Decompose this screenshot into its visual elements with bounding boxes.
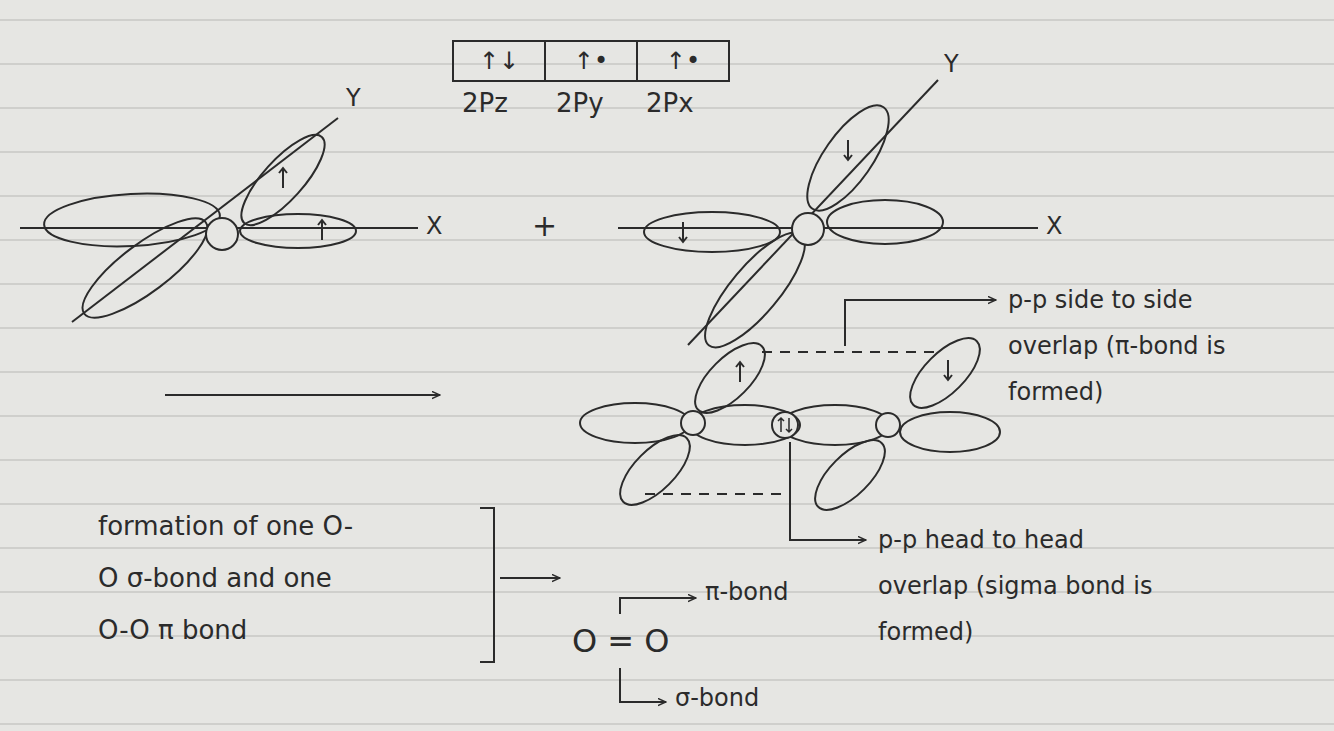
axis-label: X	[1046, 212, 1062, 241]
left-atom-orbitals-part	[318, 220, 326, 240]
leader-lines-part	[845, 300, 996, 346]
o2-molecule-orbitals-part	[690, 405, 800, 445]
right-atom-orbitals-part	[792, 213, 824, 245]
orbital-name: 2Py	[556, 88, 604, 119]
right-atom-orbitals-part	[679, 222, 687, 242]
o2-molecule-orbitals-part	[876, 413, 900, 437]
callout-note: p-p head to head overlap (sigma bond is …	[878, 517, 1178, 655]
axis-label: Y	[346, 84, 361, 113]
callout-note: p-p side to side overlap (π-bond is form…	[1008, 277, 1268, 415]
right-atom-orbitals-part	[844, 140, 852, 160]
o2-molecule-orbitals-part	[736, 362, 744, 382]
o2-molecule-orbitals-part	[684, 332, 776, 424]
o2-molecule-orbitals-part	[772, 412, 798, 438]
leader-lines-part	[790, 442, 866, 540]
o2-molecule-orbitals-part	[900, 412, 1000, 452]
left-atom-orbitals	[20, 118, 418, 333]
o2-molecule-orbitals-part	[681, 411, 705, 435]
orbital-name: 2Px	[646, 88, 694, 119]
orbital-box: ↑↓	[452, 40, 546, 82]
o2-molecule-orbitals-part	[778, 418, 792, 432]
right-atom-orbitals-part	[644, 212, 780, 252]
leader-lines-part	[620, 668, 666, 702]
plus-sign: +	[532, 208, 557, 244]
left-atom-orbitals-part	[43, 189, 221, 250]
axis-label: Y	[944, 50, 959, 79]
leader-lines-part	[480, 508, 494, 662]
electron-arrows: ↑•	[666, 49, 700, 73]
leader-lines-part	[500, 577, 560, 579]
reaction-arrow	[165, 394, 440, 396]
leader-lines-part	[620, 598, 696, 614]
left-atom-orbitals-part	[70, 203, 220, 333]
bond-label: π-bond	[705, 578, 788, 607]
reaction-arrow-part	[165, 394, 440, 396]
left-atom-orbitals-part	[206, 218, 238, 250]
electron-arrows: ↑•	[574, 49, 608, 73]
axis-label: X	[426, 212, 442, 241]
molecule-formula: O = O	[572, 622, 670, 660]
right-atom-orbitals	[618, 80, 1038, 361]
orbital-box: ↑•	[636, 40, 730, 82]
o2-molecule-orbitals-part	[580, 403, 690, 443]
o2-molecule-orbitals-part	[899, 327, 991, 419]
right-atom-orbitals-part	[827, 200, 943, 244]
left-atom-orbitals-part	[279, 168, 287, 188]
o2-molecule-orbitals-part	[944, 360, 952, 380]
summary-note: formation of one O-O σ-bond and one O-O …	[98, 500, 368, 656]
left-atom-orbitals-part	[229, 124, 336, 237]
orbital-name: 2Pz	[462, 88, 508, 119]
bond-label: σ-bond	[675, 684, 759, 713]
left-atom-orbitals-part	[240, 214, 356, 248]
right-atom-orbitals-part	[793, 93, 903, 222]
left-atom-orbitals-part	[72, 118, 338, 322]
orbital-box: ↑•	[544, 40, 638, 82]
electron-arrows: ↑↓	[479, 49, 519, 73]
o2-molecule-orbitals-part	[645, 493, 790, 495]
o2-molecule-orbitals-part	[609, 424, 701, 516]
o2-molecule-orbitals-part	[762, 351, 935, 353]
o2-molecule-orbitals-part	[804, 429, 896, 521]
